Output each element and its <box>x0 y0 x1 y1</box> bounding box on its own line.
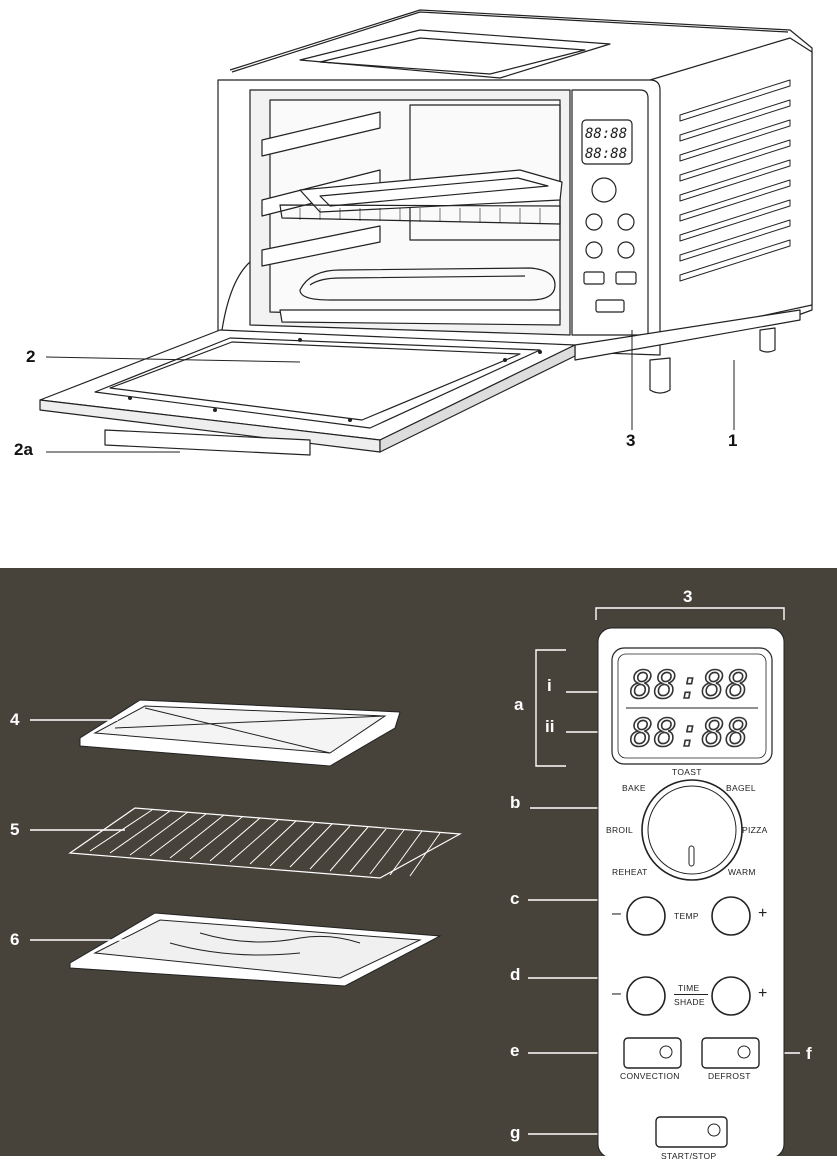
oven-illustration-section: 88:88 88:88 <box>0 0 837 568</box>
defrost-label: DEFROST <box>708 1071 751 1081</box>
time-shade-divider <box>674 994 708 995</box>
wire-rack-illustration <box>68 807 463 879</box>
callout-selector-dial: b <box>510 793 521 812</box>
dial-label-bake: BAKE <box>622 783 646 793</box>
convection-label: CONVECTION <box>620 1071 680 1081</box>
dial-label-pizza: PIZZA <box>742 825 768 835</box>
callout-start-stop: g <box>510 1123 521 1142</box>
dial-label-broil: BROIL <box>606 825 634 835</box>
control-panel-card <box>597 627 785 1156</box>
callout-time-row: d <box>510 965 521 984</box>
oven-drawing: 88:88 88:88 <box>39 9 813 456</box>
callout-crumb-tray: 2a <box>14 440 33 459</box>
callout-wire-rack: 5 <box>10 820 20 839</box>
temp-minus-sign: – <box>612 905 622 922</box>
start-stop-label: START/STOP <box>661 1151 717 1161</box>
temp-label: TEMP <box>674 911 699 921</box>
callout-body: 1 <box>728 431 738 450</box>
dial-label-warm: WARM <box>728 867 756 877</box>
accessories-section: 4 5 6 3 a i ii b c d e f g 88:88 88:88 T… <box>0 568 837 1161</box>
callout-display-bottom: ii <box>545 717 555 736</box>
broil-rack-illustration <box>69 912 442 987</box>
display-top-readout: 88:88 <box>629 663 750 707</box>
callout-display: a <box>514 695 524 714</box>
baking-pan-illustration <box>79 699 401 767</box>
callout-convection: e <box>510 1041 520 1060</box>
callout-display-top: i <box>547 676 552 695</box>
callout-temp-row: c <box>510 889 520 908</box>
dial-label-bagel: BAGEL <box>726 783 756 793</box>
dial-label-reheat: REHEAT <box>612 867 648 877</box>
shade-label: SHADE <box>674 997 705 1007</box>
display-bottom-readout: 88:88 <box>629 711 750 755</box>
callout-defrost: f <box>806 1044 812 1063</box>
svg-text:88:88: 88:88 <box>585 126 627 142</box>
time-label: TIME <box>678 983 700 993</box>
callout-control-panel: 3 <box>626 431 636 450</box>
callout-panel: 3 <box>683 587 693 606</box>
time-plus-sign: + <box>758 985 768 1002</box>
accessories-drawing <box>30 607 800 1156</box>
dial-label-toast: TOAST <box>672 767 702 777</box>
callout-broil-rack: 6 <box>10 930 20 949</box>
callout-baking-pan: 4 <box>10 710 20 729</box>
time-minus-sign: – <box>612 985 622 1002</box>
temp-plus-sign: + <box>758 905 768 922</box>
svg-text:88:88: 88:88 <box>585 146 627 162</box>
callout-door: 2 <box>26 347 36 366</box>
